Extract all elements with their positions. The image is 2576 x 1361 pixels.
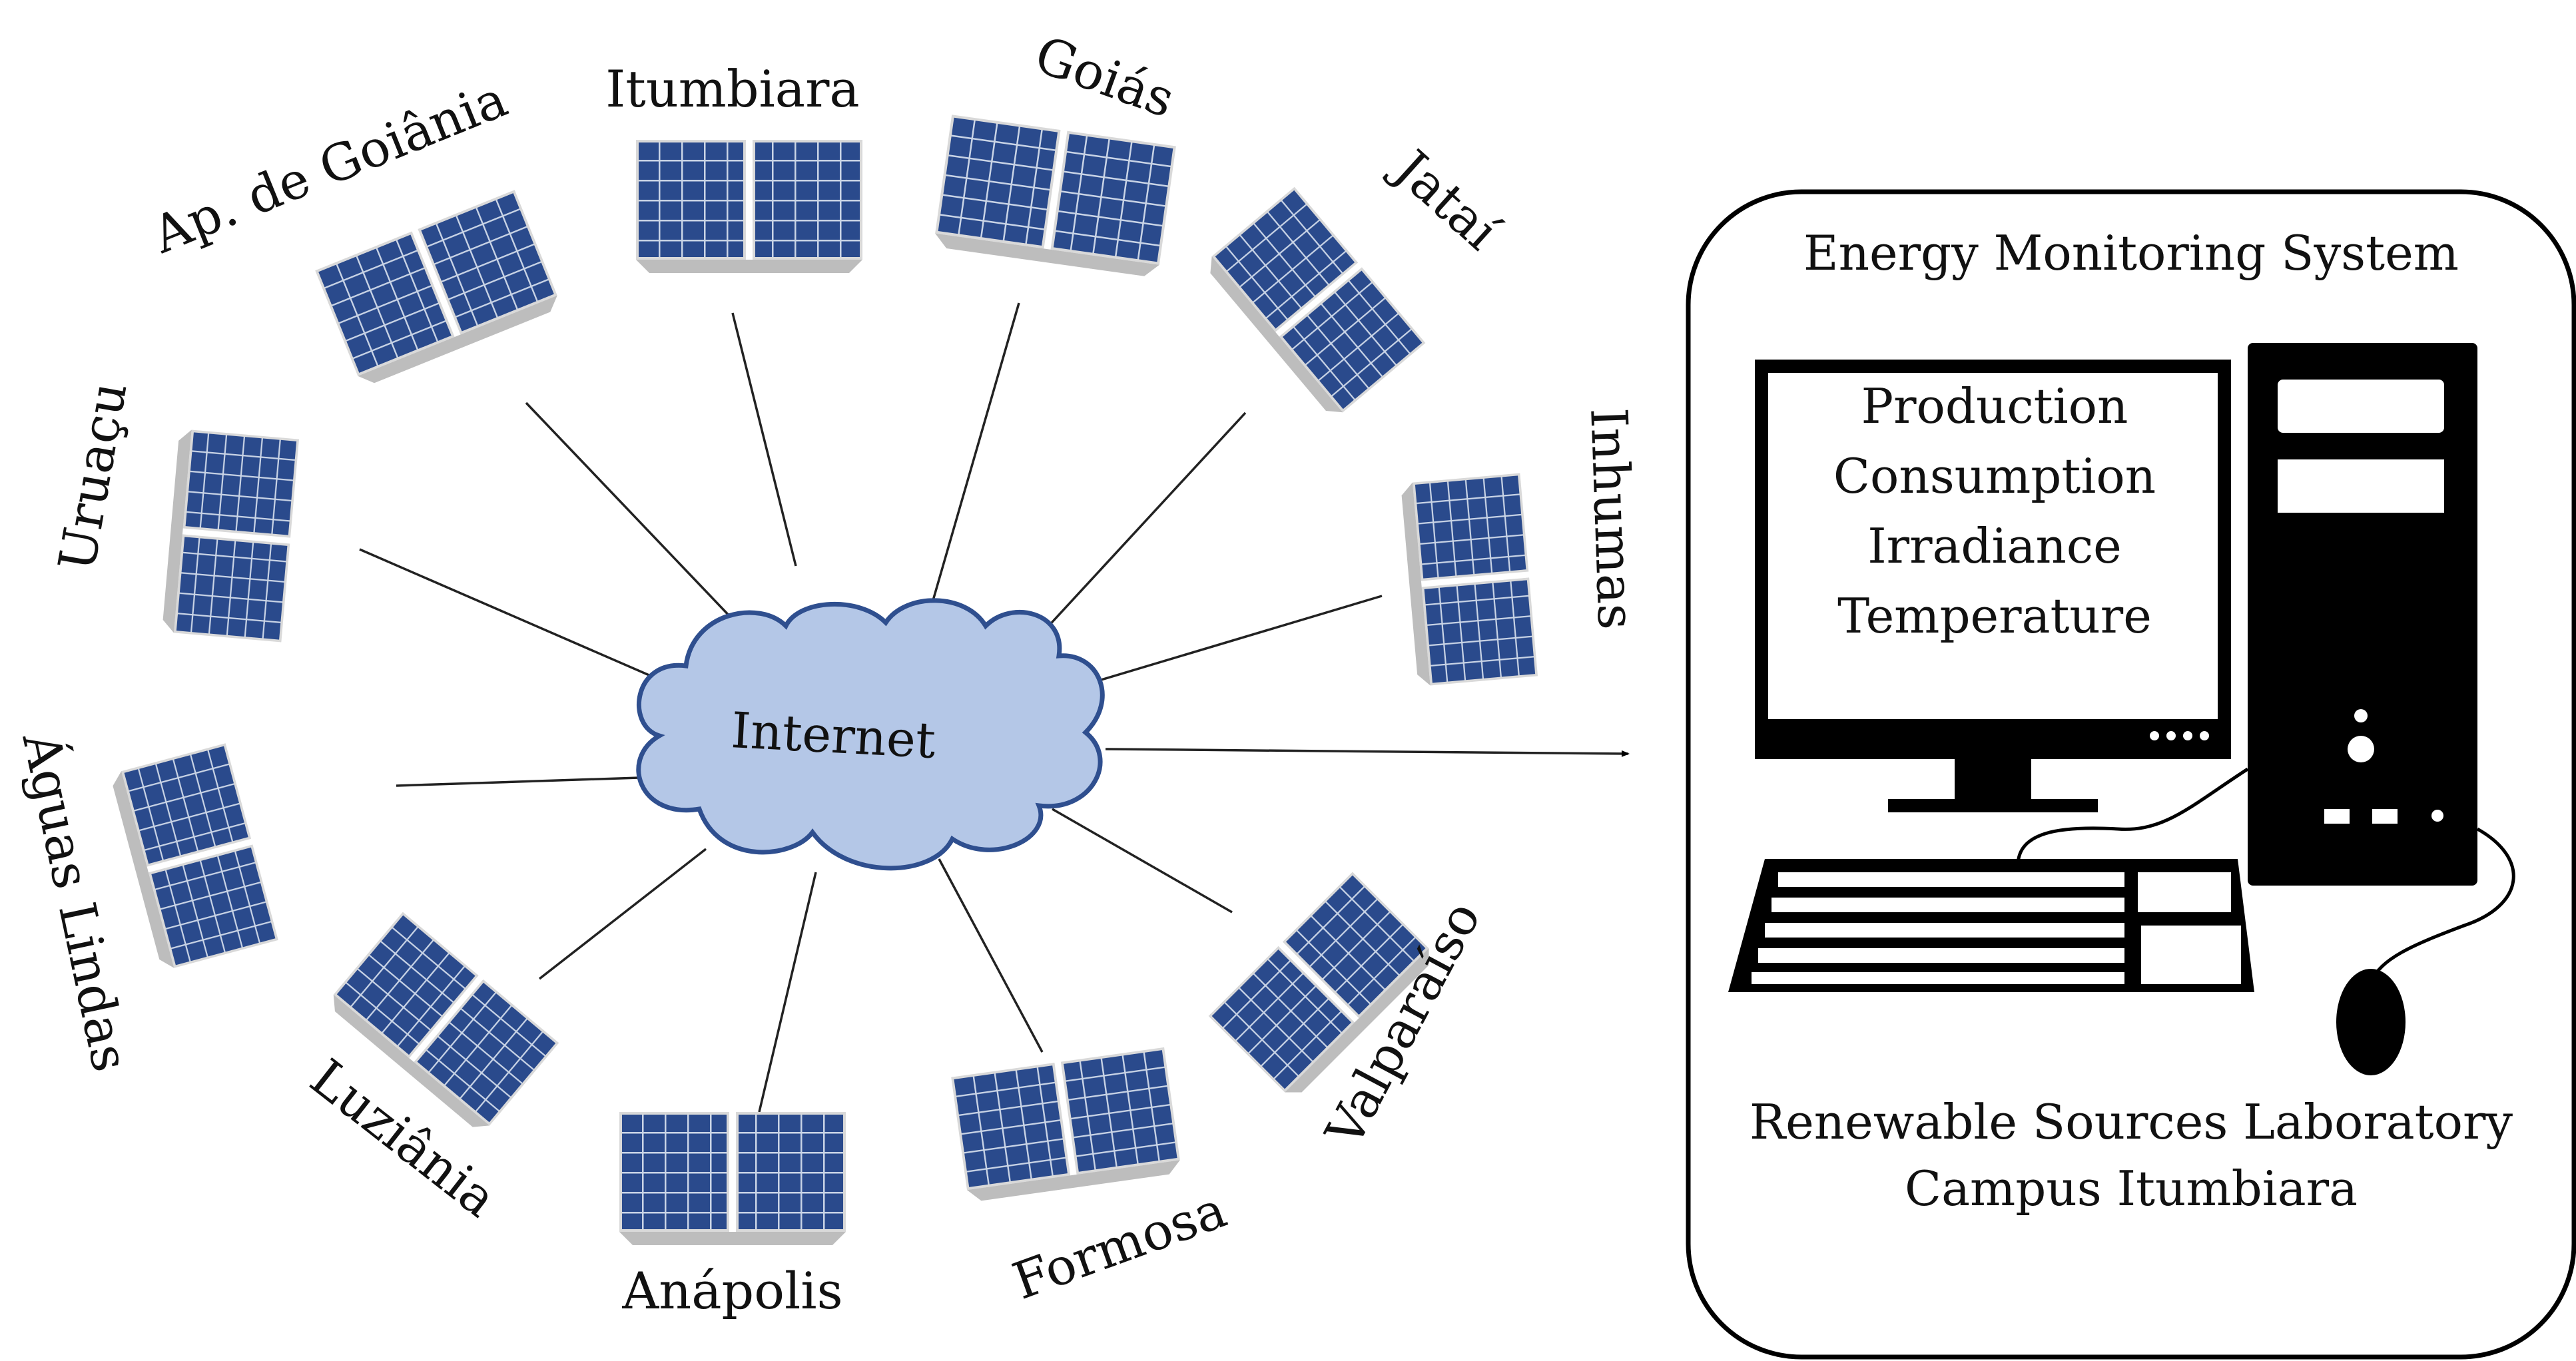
link-anapolis [758,872,817,1113]
screen-line-irradiance: Irradiance [1867,518,2122,574]
link-jatai [1044,411,1247,631]
computer-monitor-icon [1755,360,2231,812]
keyboard-keys [1752,872,2241,984]
solar-array-uruacu [162,428,300,643]
site-label-goias: Goiás [1028,24,1183,129]
cloud-label: Internet [730,702,937,770]
site-label-itumbiara: Itumbiara [605,59,859,119]
uplink-arrow [1105,748,1630,757]
mouse-cable [2369,827,2515,983]
solar-array-itumbiara [636,140,862,273]
footer-lab-name: Renewable Sources Laboratory [1750,1094,2513,1150]
solar-array-anapolis [619,1112,846,1245]
computer-tower-icon [2248,343,2477,886]
solar-array-formosa [951,1047,1182,1203]
site-label-inhumas: Inhumas [1579,407,1646,631]
solar-array-ap-goiania [315,190,562,388]
link-uruacu [359,548,667,684]
internet-cloud: Internet [636,598,1105,871]
keyboard-cable [2016,767,2249,866]
screen-line-consumption: Consumption [1833,448,2156,504]
screen-line-temperature: Temperature [1837,588,2152,644]
site-label-anapolis: Anápolis [621,1261,842,1320]
site-label-formosa: Formosa [1005,1179,1233,1310]
link-itumbiara [731,312,797,567]
link-formosa [938,858,1044,1053]
solar-array-aguas-lindas [109,743,278,971]
cloud-shape [636,598,1105,871]
site-label-uruacu: Uruaçu [47,378,138,575]
link-ap-goiania [525,402,734,621]
solar-array-jatai [1202,186,1426,420]
keyboard-icon [1728,859,2254,992]
link-aguas-lindas [396,776,640,787]
solar-array-inhumas [1401,473,1538,687]
connection-lines [359,302,1630,1113]
screen-line-production: Production [1861,378,2128,434]
site-label-jatai: Jataí [1380,136,1510,262]
link-valparaiso [1052,808,1233,914]
mouse-icon [2336,969,2406,1075]
monitoring-system-box: Energy Monitoring System Production Cons… [1686,189,2576,1360]
link-goias [931,302,1020,603]
link-inhumas [1092,595,1383,684]
monitoring-title: Energy Monitoring System [1803,225,2459,281]
solar-array-goias [933,115,1176,278]
footer-campus-name: Campus Itumbiara [1905,1161,2358,1217]
link-luziania [538,848,707,980]
